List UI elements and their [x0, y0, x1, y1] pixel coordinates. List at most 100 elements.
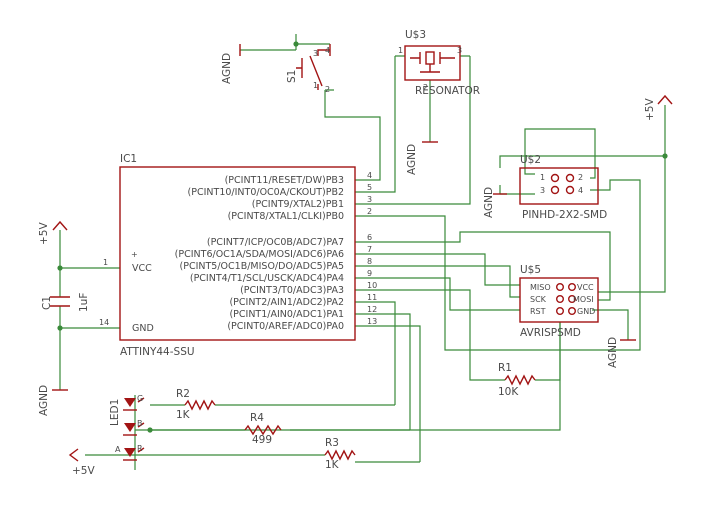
- wires: [59, 34, 666, 470]
- s1-pin3: 3: [313, 49, 318, 58]
- svg-text:AGND: AGND: [38, 385, 50, 416]
- connector-u2: U$2 PINHD-2X2-SMD 1 2 3 4: [519, 154, 607, 221]
- agnd-s1: AGND: [221, 44, 241, 84]
- vcc-bottom: +5V: [68, 448, 95, 477]
- ic1-pin-vcc-num: 1: [103, 258, 108, 267]
- u3-ref: U$3: [405, 29, 426, 41]
- ic1-pin-label: (PCINT3/T0/ADC3)PA3: [240, 285, 344, 296]
- ic1-pin-number: 3: [367, 195, 372, 204]
- ic1-pin-label: (PCINT10/INT0/OC0A/CKOUT)PB2: [188, 187, 344, 198]
- u5-ref: U$5: [520, 264, 541, 276]
- u2-pin2: 2: [578, 173, 583, 182]
- s1-pin4: 4: [325, 46, 330, 55]
- s1-ref: S1: [286, 70, 298, 83]
- agnd-c1: AGND: [38, 385, 68, 416]
- ic1-pin-label: (PCINT2/AIN1/ADC2)PA2: [229, 297, 344, 308]
- led1-pin-r: R: [137, 444, 143, 453]
- ic1-pin-label: (PCINT9/XTAL2)PB1: [252, 199, 344, 210]
- led1-pin-g: G: [137, 394, 143, 403]
- u3-pin2: 2: [423, 83, 428, 92]
- u2-value: PINHD-2X2-SMD: [522, 209, 607, 221]
- ic1-pin-label: (PCINT0/AREF/ADC0)PA0: [227, 321, 344, 332]
- ic1-pin-label: (PCINT6/OC1A/SDA/MOSI/ADC6)PA6: [175, 249, 344, 260]
- agnd-u2: AGND: [483, 187, 507, 218]
- r4-value: 499: [252, 434, 272, 446]
- connector-u5-avrisp: U$5 AVRISPSMD MISO SCK RST VCC MOSI GND: [519, 264, 599, 339]
- ic1-pin-number: 8: [367, 257, 372, 266]
- ic1-pin-list: (PCINT11/RESET/DW)PB3 4 (PCINT10/INT0/OC0A…: [175, 171, 378, 332]
- resistor-r4: R4 499: [244, 412, 282, 446]
- r1-value: 10K: [498, 386, 519, 398]
- ic1-pin-number: 2: [367, 207, 372, 216]
- ic1-pin-label: (PCINT7/ICP/OC0B/ADC7)PA7: [207, 237, 344, 248]
- ic1-value: ATTINY44-SSU: [120, 346, 195, 358]
- svg-text:+5V: +5V: [72, 465, 95, 477]
- ic1-attiny44: IC1 ATTINY44-SSU + VCC GND 1 14 (PCINT11…: [99, 153, 377, 358]
- ic1-pin-label: (PCINT11/RESET/DW)PB3: [225, 175, 344, 186]
- u2-pin3: 3: [540, 186, 545, 195]
- u5-gnd: GND: [577, 307, 595, 316]
- ic1-pin-label: (PCINT1/AIN0/ADC1)PA1: [229, 309, 344, 320]
- svg-text:AGND: AGND: [221, 53, 233, 84]
- ic1-ref: IC1: [120, 153, 137, 165]
- ic1-pin-number: 9: [367, 269, 372, 278]
- junctions: [57, 41, 668, 433]
- ic1-pin-label: (PCINT4/T1/SCL/USCK/ADC4)PA4: [190, 273, 344, 284]
- ic1-pin-label: (PCINT5/OC1B/MISO/DO/ADC5)PA5: [180, 261, 344, 272]
- u5-rst: RST: [530, 307, 546, 316]
- u3-pin1: 1: [398, 46, 403, 55]
- led1-pin-b: B: [137, 419, 143, 428]
- u2-pin1: 1: [540, 173, 545, 182]
- u5-sck: SCK: [530, 295, 547, 304]
- led1-ref: LED1: [109, 399, 121, 426]
- c1-value: 1uF: [78, 293, 90, 312]
- u5-value: AVRISPSMD: [520, 327, 581, 339]
- capacitor-c1: C1 1uF: [41, 293, 90, 312]
- r2-value: 1K: [176, 409, 191, 421]
- ic1-plus: +: [131, 250, 138, 259]
- u3-pin3: 3: [457, 46, 462, 55]
- ic1-pin-number: 10: [367, 281, 377, 290]
- svg-text:AGND: AGND: [607, 337, 619, 368]
- ic1-pin-number: 6: [367, 233, 372, 242]
- r3-ref: R3: [325, 437, 339, 449]
- ic1-pin-number: 12: [367, 305, 377, 314]
- c1-ref: C1: [41, 296, 53, 310]
- u5-mosi: MOSI: [573, 295, 594, 304]
- led1-rgb: LED1 G B R A: [109, 394, 145, 461]
- agnd-u5: AGND: [607, 337, 636, 368]
- r4-ref: R4: [250, 412, 264, 424]
- u2-ref: U$2: [520, 154, 541, 166]
- resistor-r3: R3 1K: [324, 437, 356, 471]
- ic1-gnd-label: GND: [132, 323, 154, 334]
- ic1-pin-number: 5: [367, 183, 372, 192]
- resonator-u3: U$3 RESONATOR 1 3 2: [398, 29, 480, 97]
- u2-pin4: 4: [578, 186, 583, 195]
- u5-miso: MISO: [530, 283, 551, 292]
- ic1-pin-number: 11: [367, 293, 377, 302]
- svg-text:AGND: AGND: [483, 187, 495, 218]
- ic1-pin-number: 13: [367, 317, 377, 326]
- ic1-pin-number: 4: [367, 171, 372, 180]
- svg-text:+5V: +5V: [38, 222, 50, 245]
- resistor-r1: R1 10K: [498, 362, 536, 398]
- vcc-right: +5V: [644, 94, 673, 121]
- ic1-pin-label: (PCINT8/XTAL1/CLKI)PB0: [228, 211, 344, 222]
- resistor-r2: R2 1K: [176, 388, 216, 421]
- agnd-u3: AGND: [406, 141, 438, 175]
- r3-value: 1K: [325, 459, 340, 471]
- ic1-vcc-label: VCC: [132, 263, 152, 274]
- r1-ref: R1: [498, 362, 512, 374]
- s1-pin1: 1: [313, 81, 318, 90]
- vcc-left: +5V: [38, 220, 68, 245]
- r2-ref: R2: [176, 388, 190, 400]
- ic1-pin-number: 7: [367, 245, 372, 254]
- led1-pin-a: A: [115, 445, 121, 454]
- switch-s1: S1 3 4 1 2: [286, 44, 331, 94]
- ic1-pin-gnd-num: 14: [99, 318, 109, 327]
- svg-text:AGND: AGND: [406, 144, 418, 175]
- s1-pin2: 2: [325, 85, 330, 94]
- svg-text:+5V: +5V: [644, 98, 656, 121]
- u3-value: RESONATOR: [415, 85, 480, 97]
